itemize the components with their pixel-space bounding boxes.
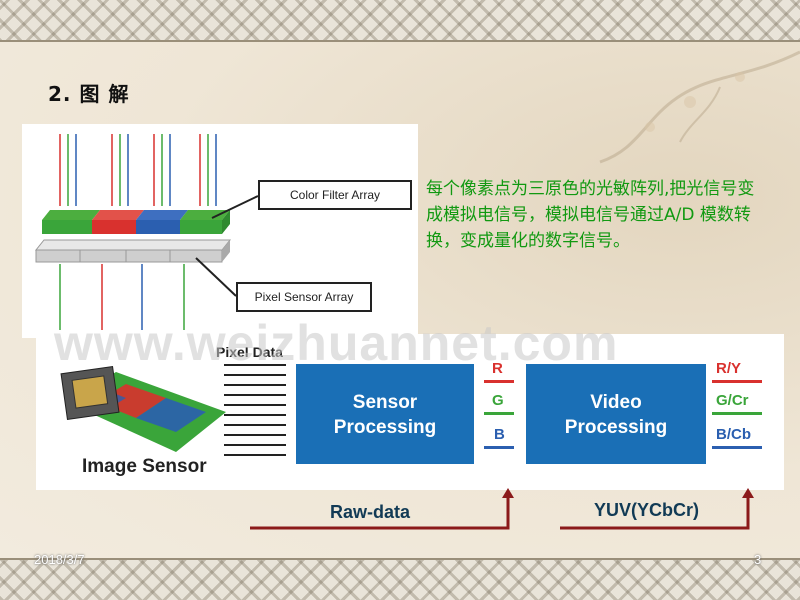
- pixel-data-lines: [224, 364, 286, 464]
- sensor-block-line1: Sensor: [352, 392, 418, 413]
- color-filter-pointer: [211, 195, 259, 219]
- pixel-sensor-array: [34, 239, 232, 263]
- yuv-gcr-line: [712, 412, 762, 415]
- video-block-line1: Video: [590, 392, 642, 413]
- flow-arrows: [250, 488, 754, 530]
- raw-data-arrow: [250, 494, 510, 530]
- color-filter-label: Color Filter Array: [258, 180, 412, 210]
- slide-title: 2. 图 解: [48, 82, 130, 106]
- yuv-bcb-label: B/Cb: [716, 426, 751, 443]
- bottom-decorative-border: [0, 558, 800, 600]
- description-text: 每个像素点为三原色的光敏阵列,把光信号变成模拟电信号，模拟电信号通过A/D 模数…: [426, 179, 755, 251]
- slide-date: 2018/3/7: [34, 552, 85, 567]
- rgb-r-label: R: [492, 360, 503, 377]
- pixel-sensor-label: Pixel Sensor Array: [236, 282, 372, 312]
- watermark-text: www.weizhuannet.com: [54, 315, 619, 371]
- rgb-r-line: [484, 380, 514, 383]
- pixel-sensor-pointer: [195, 257, 237, 297]
- yuv-ry-label: R/Y: [716, 360, 742, 377]
- yuv-ry-line: [712, 380, 762, 383]
- rgb-b-label: B: [494, 426, 505, 443]
- video-block-line2: Processing: [564, 417, 668, 438]
- rgb-g-label: G: [492, 392, 504, 409]
- yuv-bcb-line: [712, 446, 762, 449]
- raw-data-label: Raw-data: [330, 502, 411, 522]
- color-filter-array: [42, 210, 230, 234]
- image-sensor-chip-illustration: [60, 366, 226, 452]
- plum-branch-decoration: [599, 50, 800, 164]
- rgb-g-line: [484, 412, 514, 415]
- filtered-light-arrows: [59, 264, 185, 330]
- yuv-gcr-label: G/Cr: [716, 392, 749, 409]
- yuv-label: YUV(YCbCr): [594, 500, 700, 520]
- video-processing-block: Video Processing: [526, 364, 706, 464]
- yuv-arrow: [560, 494, 750, 530]
- image-sensor-label: Image Sensor: [82, 456, 207, 477]
- top-decorative-border: [0, 0, 800, 42]
- pixel-data-label: Pixel Data: [216, 344, 283, 360]
- color-filter-illustration: [34, 134, 259, 330]
- rgb-b-line: [484, 446, 514, 449]
- incident-light-arrows: [59, 134, 217, 206]
- color-filter-diagram: Color Filter Array Pixel Sensor Array: [22, 124, 418, 338]
- sensor-processing-block: Sensor Processing: [296, 364, 474, 464]
- sensor-block-line2: Processing: [333, 417, 437, 438]
- page-number: 3: [754, 552, 762, 567]
